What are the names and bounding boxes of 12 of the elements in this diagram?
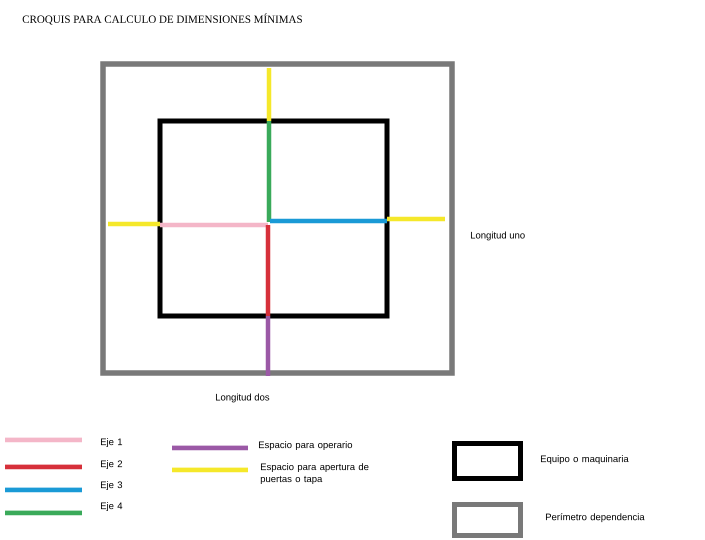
legend-text: Espacio para operario	[259, 441, 352, 450]
legend-text: Eje 4	[101, 502, 122, 512]
legend-text: Perímetro dependencia	[546, 513, 645, 522]
equipment-box	[158, 118, 390, 318]
dimension-label: Longitud dos	[216, 394, 270, 402]
diagram-title: CROQUIS PARA CALCULO DE DIMENSIONES MÍNIMAS	[22, 13, 302, 25]
legend-text: Equipo o maquinaria	[540, 455, 629, 464]
legend-text: Espacio para apertura de puertas o tapa	[260, 463, 369, 484]
legend-text: Eje 1	[101, 438, 122, 448]
dimension-label: Longitud uno	[470, 232, 525, 240]
legend-text: Eje 3	[101, 481, 122, 490]
legend-text: Eje 2	[101, 460, 122, 470]
